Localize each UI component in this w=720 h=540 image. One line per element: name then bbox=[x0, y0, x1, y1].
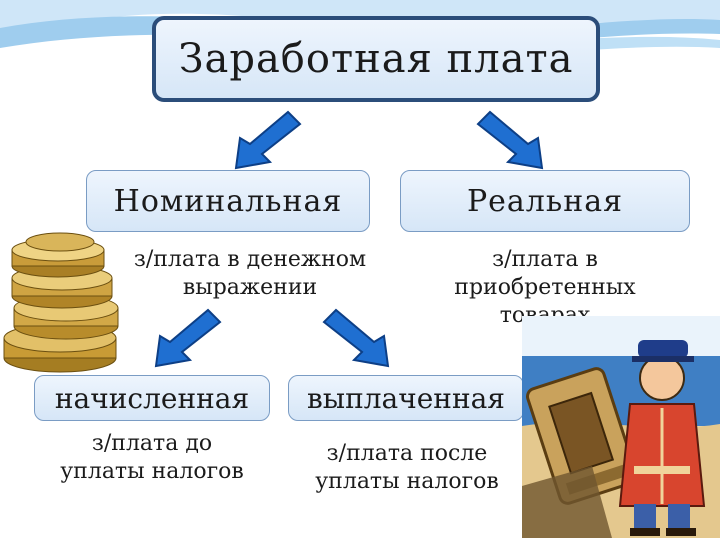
arrow-down-left-icon bbox=[234, 110, 302, 170]
real-box: Реальная bbox=[400, 170, 690, 232]
real-description: з/плата в приобретенных товарах bbox=[420, 246, 670, 330]
cartoon-illustration bbox=[522, 316, 720, 538]
nominal-description: з/плата в денежном выражении bbox=[110, 246, 390, 302]
paid-box: выплаченная bbox=[288, 375, 524, 421]
accrued-box: начисленная bbox=[34, 375, 270, 421]
arrow-down-right-icon bbox=[322, 308, 390, 368]
paid-description: з/плата после уплаты налогов bbox=[290, 440, 524, 496]
paid-description-line: з/плата после bbox=[326, 441, 488, 466]
accrued-description-line: уплаты налогов bbox=[60, 459, 244, 484]
real-description-line: приобретенных bbox=[454, 275, 636, 300]
nominal-description-line: выражении bbox=[182, 275, 318, 300]
coin-stack-icon bbox=[3, 232, 119, 373]
nominal-description-line: з/плата в денежном bbox=[133, 247, 367, 272]
accrued-description-line: з/плата до bbox=[91, 431, 213, 456]
page-title: Заработная плата bbox=[178, 36, 574, 82]
paid-label: выплаченная bbox=[307, 381, 505, 415]
real-label: Реальная bbox=[466, 183, 624, 219]
title-box: Заработная плата bbox=[152, 16, 600, 102]
accrued-label: начисленная bbox=[54, 381, 250, 415]
paid-description-line: уплаты налогов bbox=[315, 469, 499, 494]
real-description-line: з/плата в bbox=[492, 247, 598, 272]
accrued-description: з/плата до уплаты налогов bbox=[34, 430, 270, 486]
nominal-box: Номинальная bbox=[86, 170, 370, 232]
arrow-down-left-icon bbox=[154, 308, 222, 368]
nominal-label: Номинальная bbox=[113, 183, 343, 219]
arrow-down-right-icon bbox=[476, 110, 544, 170]
